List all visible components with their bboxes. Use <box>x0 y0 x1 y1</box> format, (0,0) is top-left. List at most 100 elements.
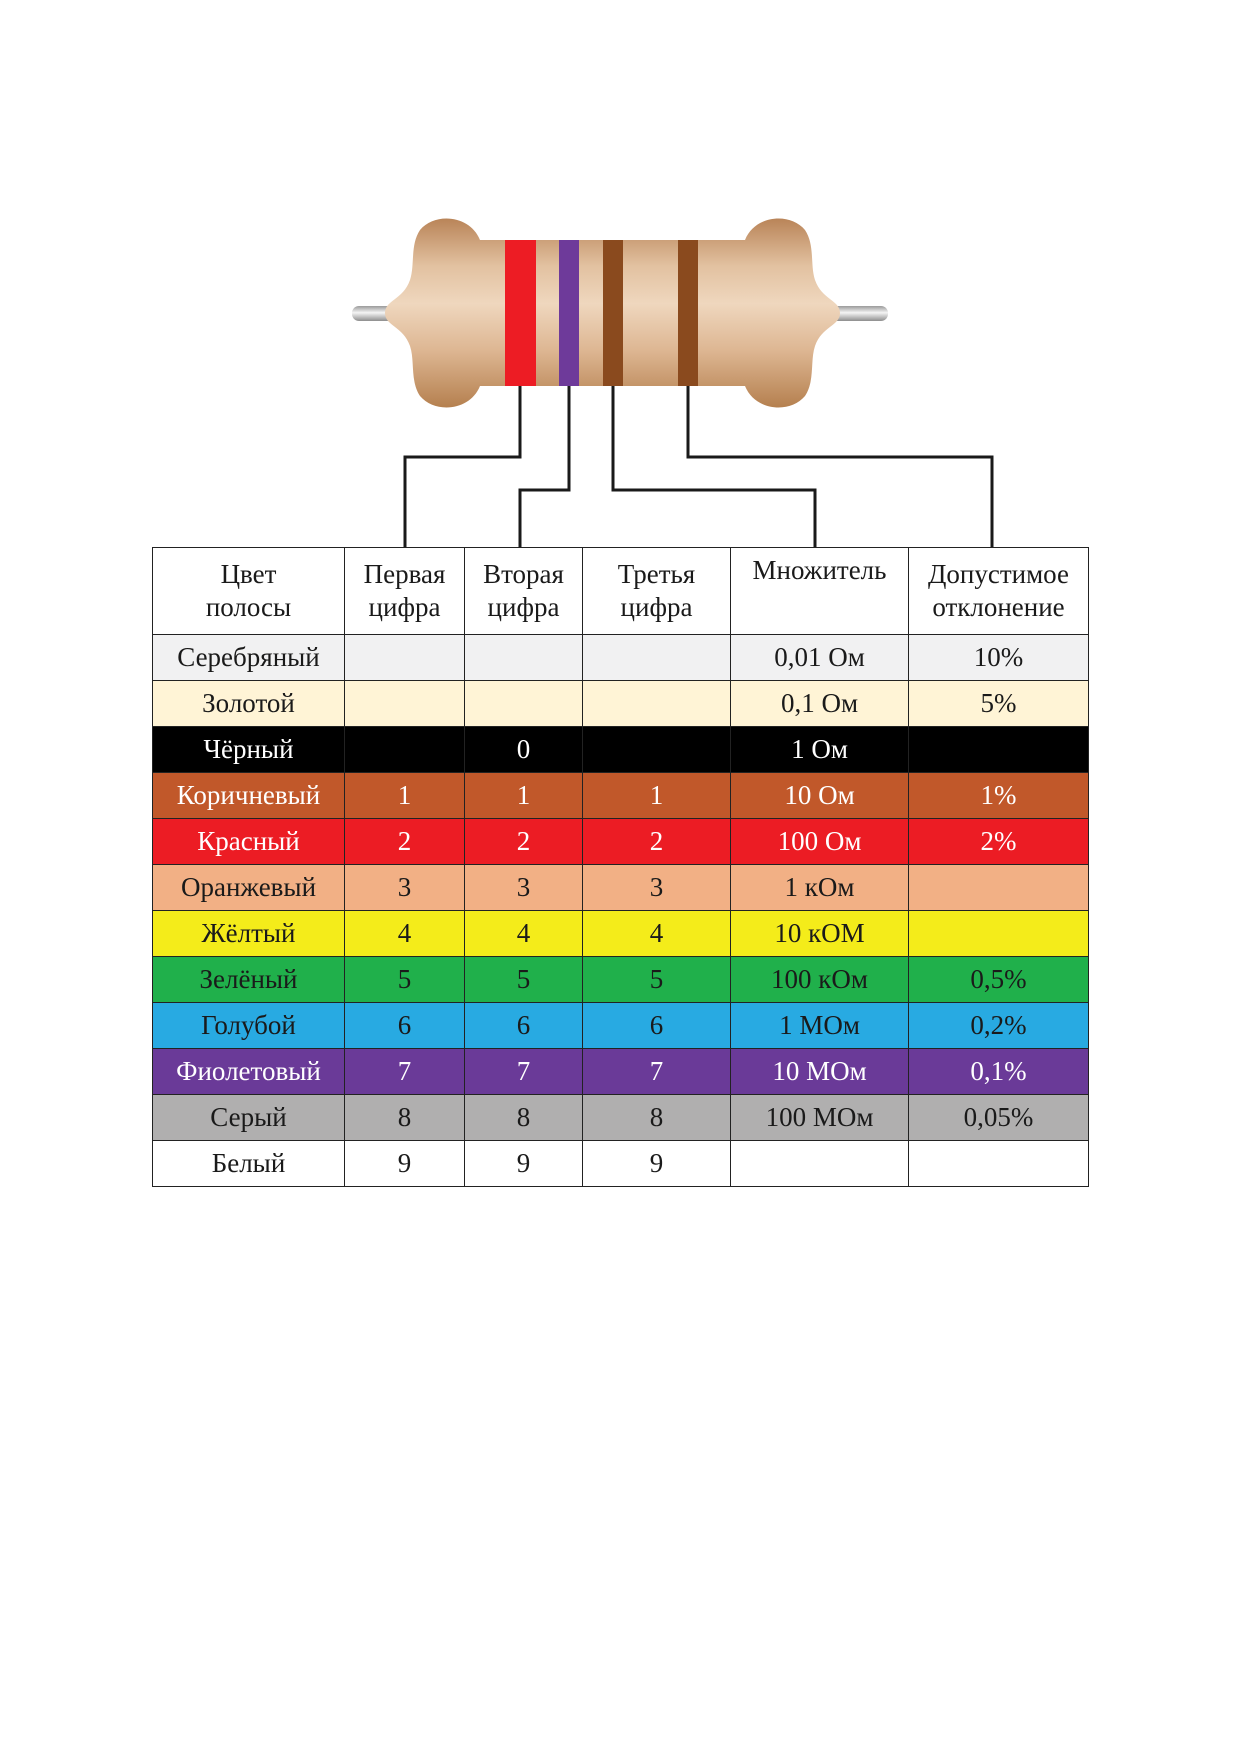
cell-tolerance <box>908 910 1089 957</box>
cell-tolerance: 0,2% <box>908 1002 1089 1049</box>
cell-color-name: Зелёный <box>152 956 345 1003</box>
cell-multiplier: 1 кОм <box>730 864 909 911</box>
cell-third-digit <box>582 680 731 727</box>
cell-color-name: Красный <box>152 818 345 865</box>
cell-second-digit: 8 <box>464 1094 583 1141</box>
cell-first-digit: 1 <box>344 772 465 819</box>
cell-tolerance <box>908 864 1089 911</box>
cell-second-digit: 0 <box>464 726 583 773</box>
cell-third-digit <box>582 726 731 773</box>
header-text: Третья <box>617 559 696 589</box>
cell-first-digit: 4 <box>344 910 465 957</box>
table-row: Чёрный 0 1 Ом <box>152 726 1089 773</box>
color-code-table: Цвет полосы Первая цифра Вторая цифра Тр… <box>152 547 1089 1187</box>
cell-first-digit: 5 <box>344 956 465 1003</box>
cell-third-digit: 6 <box>582 1002 731 1049</box>
cell-third-digit: 1 <box>582 772 731 819</box>
table-header-row: Цвет полосы Первая цифра Вторая цифра Тр… <box>152 547 1089 635</box>
header-text: Множитель <box>752 555 887 585</box>
header-text: Первая <box>363 559 446 589</box>
cell-second-digit: 9 <box>464 1140 583 1187</box>
cell-third-digit: 9 <box>582 1140 731 1187</box>
cell-tolerance: 2% <box>908 818 1089 865</box>
cell-tolerance: 5% <box>908 680 1089 727</box>
cell-multiplier: 10 МОм <box>730 1048 909 1095</box>
cell-tolerance <box>908 726 1089 773</box>
cell-tolerance: 0,05% <box>908 1094 1089 1141</box>
resistor-band-4 <box>678 240 698 386</box>
cell-color-name: Серый <box>152 1094 345 1141</box>
connector-second-digit <box>518 386 571 547</box>
cell-color-name: Чёрный <box>152 726 345 773</box>
header-text: цифра <box>368 592 441 622</box>
cell-multiplier: 0,1 Ом <box>730 680 909 727</box>
connector-multiplier <box>611 386 817 547</box>
cell-first-digit <box>344 726 465 773</box>
cell-multiplier: 1 Ом <box>730 726 909 773</box>
connector-first-digit <box>403 386 522 547</box>
cell-first-digit: 2 <box>344 818 465 865</box>
resistor-band-1 <box>505 240 536 386</box>
header-second-digit: Вторая цифра <box>464 547 583 635</box>
cell-color-name: Оранжевый <box>152 864 345 911</box>
cell-first-digit: 9 <box>344 1140 465 1187</box>
cell-first-digit: 6 <box>344 1002 465 1049</box>
cell-color-name: Золотой <box>152 680 345 727</box>
cell-tolerance <box>908 1140 1089 1187</box>
cell-color-name: Белый <box>152 1140 345 1187</box>
cell-second-digit: 4 <box>464 910 583 957</box>
resistor-band-2 <box>559 240 579 386</box>
cell-multiplier: 0,01 Ом <box>730 634 909 681</box>
cell-third-digit <box>582 634 731 681</box>
cell-color-name: Голубой <box>152 1002 345 1049</box>
cell-third-digit: 5 <box>582 956 731 1003</box>
cell-first-digit <box>344 680 465 727</box>
cell-second-digit: 3 <box>464 864 583 911</box>
cell-first-digit <box>344 634 465 681</box>
header-text: полосы <box>205 592 292 622</box>
cell-second-digit: 6 <box>464 1002 583 1049</box>
header-text: Цвет <box>220 559 277 589</box>
cell-color-name: Серебряный <box>152 634 345 681</box>
cell-multiplier: 100 Ом <box>730 818 909 865</box>
cell-multiplier: 10 кОМ <box>730 910 909 957</box>
cell-first-digit: 8 <box>344 1094 465 1141</box>
cell-third-digit: 7 <box>582 1048 731 1095</box>
header-multiplier: Множитель <box>730 547 909 635</box>
cell-second-digit: 5 <box>464 956 583 1003</box>
cell-multiplier <box>730 1140 909 1187</box>
header-text: Допустимое <box>928 559 1069 589</box>
header-third-digit: Третья цифра <box>582 547 731 635</box>
cell-third-digit: 2 <box>582 818 731 865</box>
header-text: цифра <box>620 592 693 622</box>
cell-third-digit: 4 <box>582 910 731 957</box>
cell-tolerance: 10% <box>908 634 1089 681</box>
header-text: цифра <box>487 592 560 622</box>
cell-second-digit <box>464 634 583 681</box>
cell-second-digit: 2 <box>464 818 583 865</box>
header-text: отклонение <box>932 592 1065 622</box>
cell-multiplier: 100 кОм <box>730 956 909 1003</box>
cell-multiplier: 10 Ом <box>730 772 909 819</box>
cell-tolerance: 1% <box>908 772 1089 819</box>
cell-tolerance: 0,5% <box>908 956 1089 1003</box>
cell-multiplier: 1 МОм <box>730 1002 909 1049</box>
cell-multiplier: 100 МОм <box>730 1094 909 1141</box>
header-text: Вторая <box>483 559 564 589</box>
header-band-color: Цвет полосы <box>152 547 345 635</box>
header-first-digit: Первая цифра <box>344 547 465 635</box>
cell-third-digit: 8 <box>582 1094 731 1141</box>
header-tolerance: Допустимое отклонение <box>908 547 1089 635</box>
cell-color-name: Фиолетовый <box>152 1048 345 1095</box>
cell-tolerance: 0,1% <box>908 1048 1089 1095</box>
